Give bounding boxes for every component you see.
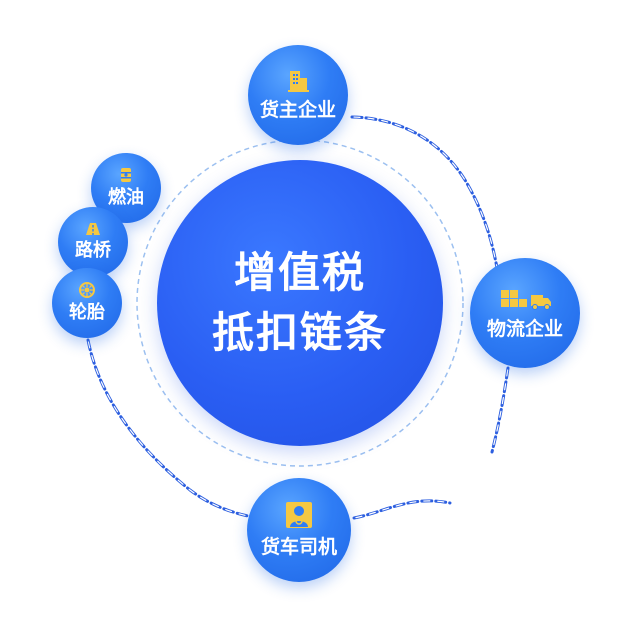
road-icon	[85, 222, 101, 236]
node-bridge: 路桥	[58, 207, 128, 277]
node-bridge-label: 路桥	[75, 240, 111, 261]
boxes-truck-icon	[497, 286, 553, 312]
center-title-line-1: 增值税	[233, 248, 366, 297]
node-driver-label: 货车司机	[260, 536, 337, 558]
chain-driver-right	[352, 499, 452, 520]
building-icon	[285, 69, 311, 93]
node-tire: 轮胎	[52, 268, 122, 338]
node-fuel-label: 燃油	[108, 187, 144, 208]
chain-links	[86, 115, 510, 520]
center-title-line-2: 抵扣链条	[211, 308, 388, 357]
chain-logistics-down-inner	[491, 367, 509, 453]
chain-tire-driver-inner	[87, 339, 249, 517]
node-driver: 货车司机	[247, 478, 351, 582]
node-logistics: 物流企业	[470, 258, 580, 368]
driver-icon	[285, 501, 313, 529]
node-fuel: 燃油	[91, 153, 161, 223]
node-tire-label: 轮胎	[69, 302, 105, 323]
chain-shipper-logistics-inner	[351, 116, 498, 269]
node-logistics-label: 物流企业	[486, 317, 563, 340]
oil-barrel-icon	[118, 167, 134, 183]
node-shipper-label: 货主企业	[259, 98, 336, 121]
center-circle: 增值税 抵扣链条	[157, 160, 443, 446]
chain-logistics-down	[490, 366, 510, 454]
tire-icon	[79, 282, 95, 298]
node-shipper: 货主企业	[248, 45, 348, 145]
chain-driver-right-inner	[353, 500, 451, 519]
